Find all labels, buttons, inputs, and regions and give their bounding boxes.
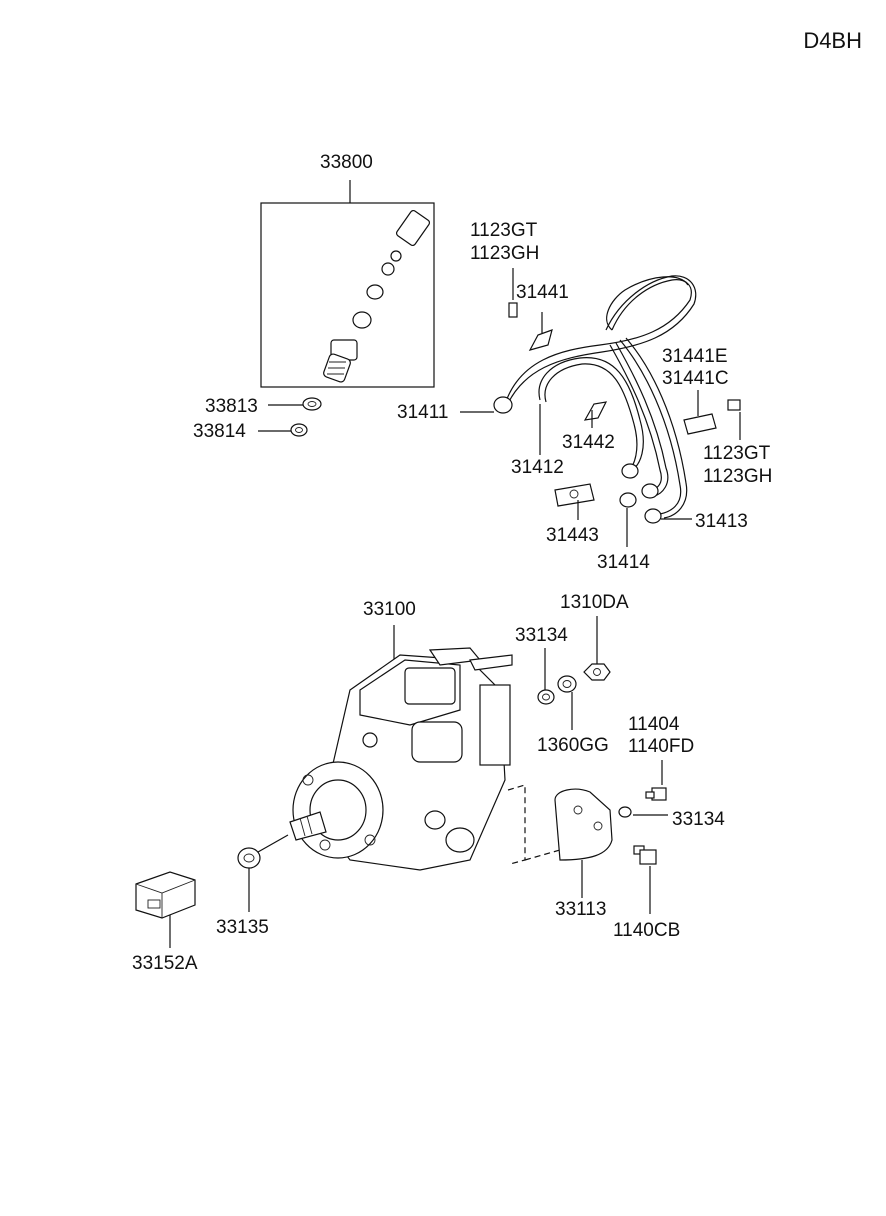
bracket-33113	[507, 784, 613, 898]
label-31441E: 31441E	[662, 346, 728, 367]
label-33813: 33813	[205, 396, 258, 417]
key-33152A	[135, 871, 196, 948]
label-1123GH-top: 1123GH	[470, 243, 540, 264]
washer-33134-lower	[618, 806, 668, 818]
bolt-1140FD	[645, 760, 667, 801]
label-31441C: 31441C	[662, 368, 729, 389]
label-1310DA: 1310DA	[560, 592, 629, 613]
label-31414: 31414	[597, 552, 650, 573]
washer-33814	[258, 423, 308, 437]
label-1140CB: 1140CB	[613, 920, 681, 941]
clip-31443	[554, 483, 595, 520]
clip-31441	[508, 268, 553, 351]
label-33814: 33814	[193, 421, 246, 442]
label-31411: 31411	[397, 402, 449, 423]
label-33100: 33100	[363, 599, 416, 620]
washer-1360GG	[557, 675, 577, 730]
label-33113: 33113	[555, 899, 607, 920]
bracket-31441E	[683, 390, 741, 440]
label-33134-lower: 33134	[672, 809, 725, 830]
label-31441: 31441	[516, 282, 569, 303]
injection-pump	[289, 625, 513, 871]
label-31442: 31442	[562, 432, 615, 453]
label-1140FD: 1140FD	[628, 736, 695, 757]
label-31413: 31413	[695, 511, 748, 532]
nut-1310DA	[583, 616, 611, 681]
label-1360GG: 1360GG	[537, 735, 609, 756]
label-33800: 33800	[320, 152, 373, 173]
label-31412: 31412	[511, 457, 564, 478]
engine-code: D4BH	[803, 28, 862, 53]
label-1123GH-right: 1123GH	[703, 466, 773, 487]
nut-33135	[237, 834, 289, 912]
label-31443: 31443	[546, 525, 599, 546]
bolt-1140CB	[633, 845, 657, 914]
injector-assembly	[260, 180, 435, 388]
washer-33134-upper	[537, 648, 555, 705]
label-1123GT-right: 1123GT	[703, 443, 771, 464]
label-33134-upper: 33134	[515, 625, 568, 646]
label-33152A: 33152A	[132, 953, 198, 974]
label-33135: 33135	[216, 917, 269, 938]
label-11404: 11404	[628, 714, 680, 735]
washer-33813	[268, 397, 322, 411]
injection-pipes	[460, 275, 697, 547]
clip-31442	[583, 401, 608, 428]
label-1123GT-top: 1123GT	[470, 220, 538, 241]
